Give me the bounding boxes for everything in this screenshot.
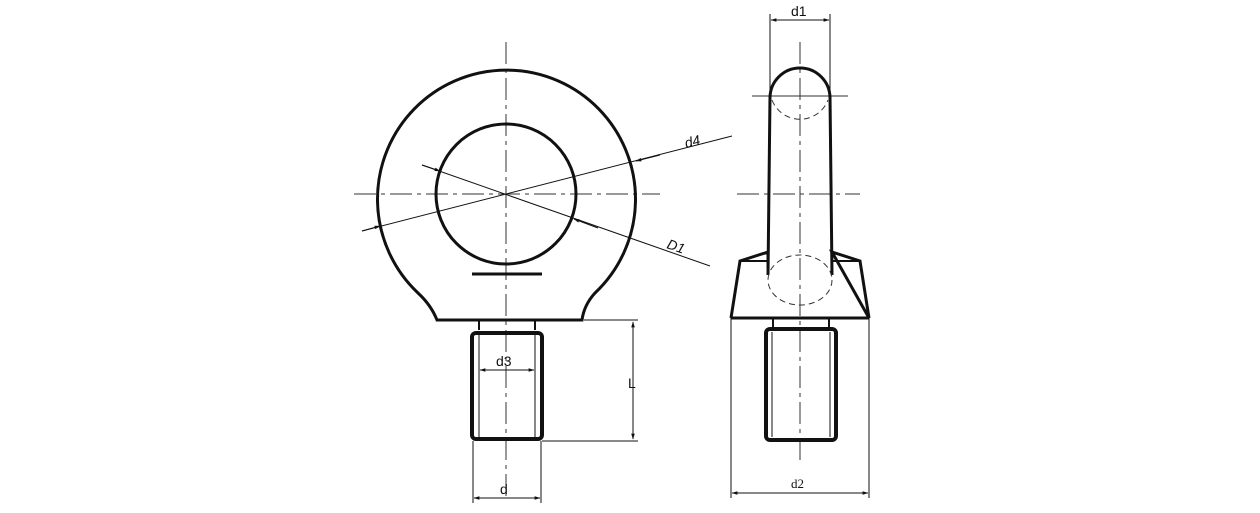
ring-side-left — [766, 95, 772, 276]
ring-section-top — [768, 66, 832, 99]
side-thread-body — [764, 327, 838, 442]
ring-outer-outline — [376, 68, 637, 322]
label-D1: D1 — [665, 236, 687, 257]
d4-dimension-line — [361, 135, 733, 232]
label-d3: d3 — [496, 353, 512, 369]
label-d1: d1 — [791, 3, 807, 19]
ring-inner-circle — [434, 122, 578, 266]
thread-body — [470, 331, 544, 441]
collar-hidden-circle — [767, 254, 833, 306]
front-view: d4 D1 d3 L d — [354, 42, 733, 503]
d4-arrow-right — [635, 154, 661, 162]
label-d4: d4 — [683, 132, 702, 151]
label-d: d — [500, 481, 508, 497]
d4-arrow-left — [361, 225, 381, 232]
side-view: d1 d2 — [729, 3, 871, 498]
ring-side-right — [828, 95, 834, 276]
label-d2: d2 — [791, 476, 804, 491]
D1-arrow-left — [421, 164, 441, 172]
label-L: L — [628, 375, 636, 391]
D1-dimension-line — [421, 164, 711, 267]
D1-arrow-right — [573, 218, 599, 229]
ring-section-hidden-top — [771, 99, 829, 120]
